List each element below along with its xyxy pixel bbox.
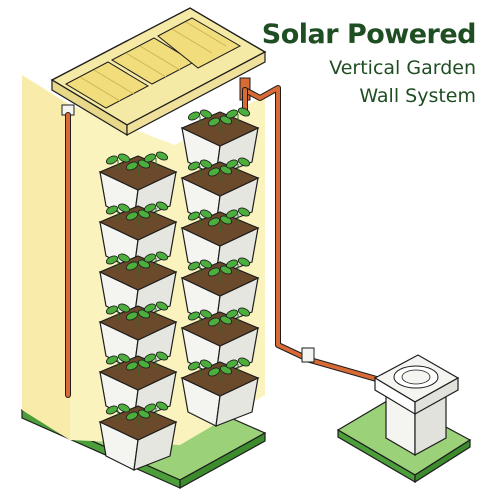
plant-leaves: [187, 157, 251, 182]
pipe-icon: [65, 85, 383, 398]
plant-leaves: [187, 207, 251, 232]
title-line-2: Vertical Garden: [329, 57, 476, 79]
planter-icon: [180, 357, 260, 427]
plant-leaves: [105, 201, 169, 226]
title-line-3: Wall System: [359, 85, 476, 107]
wall-shade: [22, 75, 70, 440]
title-line-1: Solar Powered: [261, 19, 477, 50]
plant-leaves: [187, 107, 251, 132]
wall-ground-side-right: [179, 431, 266, 490]
planter-icon: [98, 401, 178, 471]
plant-leaves: [105, 151, 169, 176]
water-tank-icon: [336, 354, 472, 484]
plant-leaves: [105, 251, 169, 276]
plant-leaves: [187, 257, 251, 282]
plant-leaves: [105, 401, 169, 426]
solar-panel-icon: [50, 7, 267, 137]
plant-leaves: [105, 301, 169, 326]
plant-leaves: [187, 307, 251, 332]
plant-leaves: [187, 357, 251, 382]
title-block: Solar Powered Vertical Garden Wall Syste…: [246, 16, 477, 110]
plant-leaves: [105, 351, 169, 376]
